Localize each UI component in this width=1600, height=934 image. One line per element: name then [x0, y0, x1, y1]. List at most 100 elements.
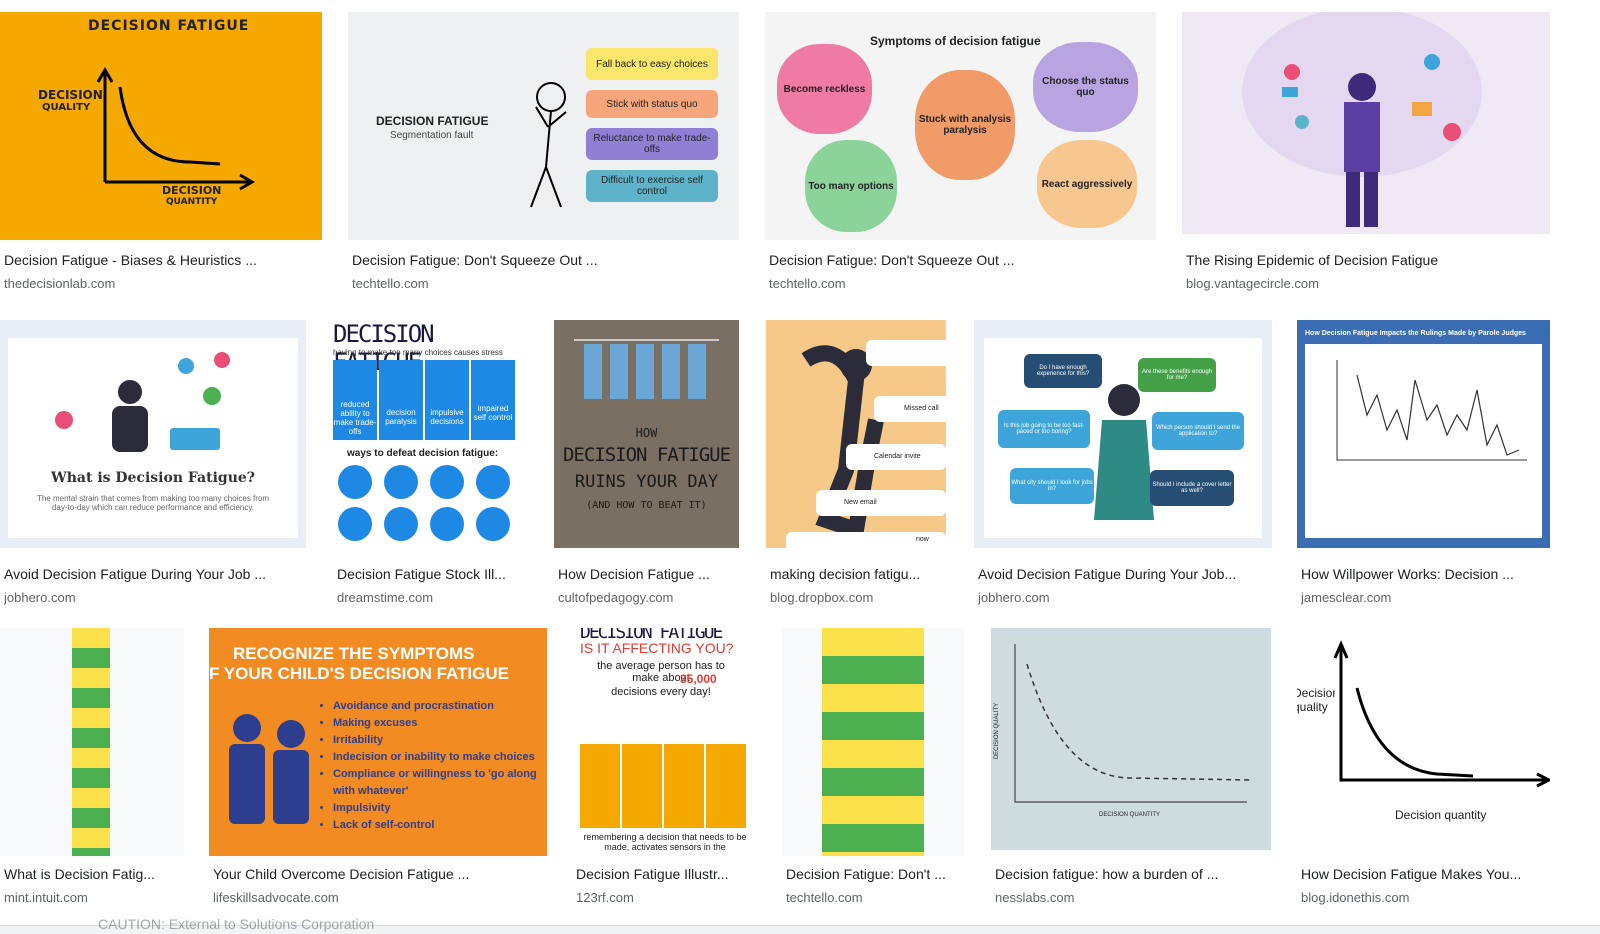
result-thumbnail[interactable]: DECISION FATIGUE having to make too many… — [333, 320, 529, 548]
result-card[interactable]: How Decision Fatigue Impacts the Rulings… — [1297, 320, 1550, 610]
thumb-sub: Segmentation fault — [390, 130, 474, 141]
result-thumbnail[interactable] — [0, 628, 184, 856]
result-card[interactable]: What is Decision Fatig... mint.intuit.co… — [0, 628, 184, 918]
result-title[interactable]: Decision fatigue: how a burden of ... — [995, 866, 1219, 882]
line-chart-graphic — [1336, 360, 1527, 461]
decay-curve-graphic — [1014, 644, 1252, 803]
result-source[interactable]: jamesclear.com — [1301, 590, 1392, 605]
external-banner: CAUTION: External to Solutions Corporati… — [0, 916, 1600, 934]
result-title[interactable]: Decision Fatigue: Don't ... — [786, 866, 946, 882]
axis-label-x: Decision quantity — [1395, 808, 1487, 822]
result-title[interactable]: Avoid Decision Fatigue During Your Job .… — [4, 566, 267, 582]
tile: impulsive decisions — [425, 360, 469, 440]
result-card[interactable]: Missed call Calendar invite New email no… — [766, 320, 946, 610]
result-title[interactable]: Your Child Overcome Decision Fatigue ... — [213, 866, 470, 882]
result-source[interactable]: lifeskillsadvocate.com — [213, 890, 339, 905]
result-title[interactable]: Avoid Decision Fatigue During Your Job..… — [978, 566, 1237, 582]
person-laptop-icon — [55, 352, 230, 452]
result-thumbnail[interactable]: DECISION QUALITY DECISION QUANTITY — [991, 628, 1271, 850]
result-card[interactable]: Decision Fatigue DecisionQuality Decisio… — [0, 12, 322, 297]
circle-grid — [338, 465, 510, 541]
result-title[interactable]: How Decision Fatigue Makes You... — [1301, 866, 1522, 882]
stressed-person-icon — [1242, 12, 1482, 227]
axis-label-y: DECISION QUALITY — [994, 702, 1001, 760]
thumb-heading: RECOGNIZE THE SYMPTOMS — [233, 644, 475, 663]
ways-text: ways to defeat decision fatigue: — [347, 448, 499, 459]
result-source[interactable]: dreamstime.com — [337, 590, 434, 605]
notif-item — [866, 340, 946, 366]
result-source[interactable]: jobhero.com — [978, 590, 1050, 605]
result-card[interactable]: RECOGNIZE THE SYMPTOMS F YOUR CHILD'S DE… — [209, 628, 547, 918]
result-title[interactable]: How Decision Fatigue ... — [558, 566, 710, 582]
result-source[interactable]: mint.intuit.com — [4, 890, 88, 905]
tile: reduced ability to make trade-offs — [333, 360, 377, 440]
tiles — [580, 744, 746, 828]
thumb-heading: DECISION FATIGUE — [376, 114, 489, 128]
result-thumbnail[interactable] — [1182, 12, 1550, 234]
tall-infographic — [72, 628, 110, 856]
result-thumbnail[interactable]: Missed call Calendar invite New email no… — [766, 320, 946, 548]
result-card[interactable]: Symptoms of decision fatigue Become reck… — [765, 12, 1156, 297]
thumb-line: (AND HOW TO BEAT IT) — [586, 500, 707, 511]
external-banner-text: CAUTION: External to Solutions Corporati… — [98, 916, 375, 932]
result-card[interactable]: The Rising Epidemic of Decision Fatigue … — [1182, 12, 1550, 297]
result-source[interactable]: cultofpedagogy.com — [558, 590, 674, 605]
result-source[interactable]: jobhero.com — [4, 590, 76, 605]
result-thumbnail[interactable]: What is Decision Fatigue? The mental str… — [0, 320, 306, 548]
bubble: Which person should I send the applicati… — [1152, 412, 1244, 450]
result-thumbnail[interactable]: How Decision Fatigue Impacts the Rulings… — [1297, 320, 1550, 548]
thinking-person-icon — [1094, 384, 1154, 520]
result-card[interactable]: DECISION FATIGUE IS IT AFFECTING YOU? th… — [572, 628, 754, 918]
result-thumbnail[interactable]: DECISION FATIGUE IS IT AFFECTING YOU? th… — [572, 628, 754, 856]
result-card[interactable]: DECISION FATIGUE Segmentation fault Fall… — [348, 12, 739, 297]
result-title[interactable]: What is Decision Fatig... — [4, 866, 155, 882]
decay-curve-graphic — [1333, 640, 1550, 788]
result-source[interactable]: techtello.com — [352, 276, 429, 291]
thumb-sub: having to make too many choices causes s… — [333, 348, 503, 357]
result-card[interactable]: Do I have enough experience for this? Ar… — [974, 320, 1272, 610]
result-thumbnail[interactable]: Decision quality Decision quantity — [1297, 628, 1550, 850]
result-source[interactable]: 123rf.com — [576, 890, 634, 905]
result-card[interactable]: Decision Fatigue: Don't ... techtello.co… — [782, 628, 964, 918]
result-card[interactable]: DECISION QUALITY DECISION QUANTITY Decis… — [991, 628, 1271, 918]
result-source[interactable]: techtello.com — [769, 276, 846, 291]
notif-item: Calendar invite — [846, 444, 946, 470]
result-thumbnail[interactable]: DECISION FATIGUE Segmentation fault Fall… — [348, 12, 739, 240]
result-source[interactable]: techtello.com — [786, 890, 863, 905]
result-thumbnail[interactable]: Decision Fatigue DecisionQuality Decisio… — [0, 12, 322, 240]
result-source[interactable]: blog.idonethis.com — [1301, 890, 1410, 905]
result-thumbnail[interactable] — [782, 628, 964, 856]
axis-label-y: Decision quality — [1297, 686, 1335, 714]
bubble: Are these benefits enough for me? — [1138, 358, 1216, 392]
result-thumbnail[interactable]: Do I have enough experience for this? Ar… — [974, 320, 1272, 548]
thumb-line: RUINS YOUR DAY — [574, 472, 719, 492]
result-card[interactable]: DECISION FATIGUE having to make too many… — [333, 320, 529, 610]
result-title[interactable]: Decision Fatigue - Biases & Heuristics .… — [4, 252, 257, 268]
notif-item: now — [786, 532, 946, 548]
thumb-ylabel: DecisionQuality — [38, 88, 103, 113]
result-card[interactable]: HOW DECISION FATIGUE RUINS YOUR DAY (AND… — [554, 320, 739, 610]
result-source[interactable]: blog.dropbox.com — [770, 590, 874, 605]
result-title[interactable]: Decision Fatigue Illustr... — [576, 866, 729, 882]
tile: decision paralysis — [379, 360, 423, 440]
thumb-heading: Symptoms of decision fatigue — [870, 34, 1041, 48]
result-source[interactable]: nesslabs.com — [995, 890, 1075, 905]
pill-label: Stick with status quo — [586, 90, 718, 118]
thumb-line: decisions every day! — [611, 686, 711, 698]
result-title[interactable]: Decision Fatigue: Don't Squeeze Out ... — [352, 252, 598, 268]
result-title[interactable]: making decision fatigu... — [770, 566, 921, 582]
result-thumbnail[interactable]: HOW DECISION FATIGUE RUINS YOUR DAY (AND… — [554, 320, 739, 548]
thumb-heading: What is Decision Fatigue? — [51, 470, 255, 486]
result-thumbnail[interactable]: Symptoms of decision fatigue Become reck… — [765, 12, 1156, 240]
result-card[interactable]: Decision quality Decision quantity How D… — [1297, 628, 1550, 918]
result-title[interactable]: How Willpower Works: Decision ... — [1301, 566, 1514, 582]
result-source[interactable]: thedecisionlab.com — [4, 276, 116, 291]
result-title[interactable]: Decision Fatigue: Don't Squeeze Out ... — [769, 252, 1015, 268]
result-title[interactable]: Decision Fatigue Stock Ill... — [337, 566, 506, 582]
blob-label: React aggressively — [1037, 140, 1137, 228]
result-source[interactable]: blog.vantagecircle.com — [1186, 276, 1319, 291]
result-thumbnail[interactable]: RECOGNIZE THE SYMPTOMS F YOUR CHILD'S DE… — [209, 628, 547, 856]
result-card[interactable]: What is Decision Fatigue? The mental str… — [0, 320, 306, 610]
result-title[interactable]: The Rising Epidemic of Decision Fatigue — [1186, 252, 1439, 268]
tile: impaired self control — [471, 360, 515, 440]
